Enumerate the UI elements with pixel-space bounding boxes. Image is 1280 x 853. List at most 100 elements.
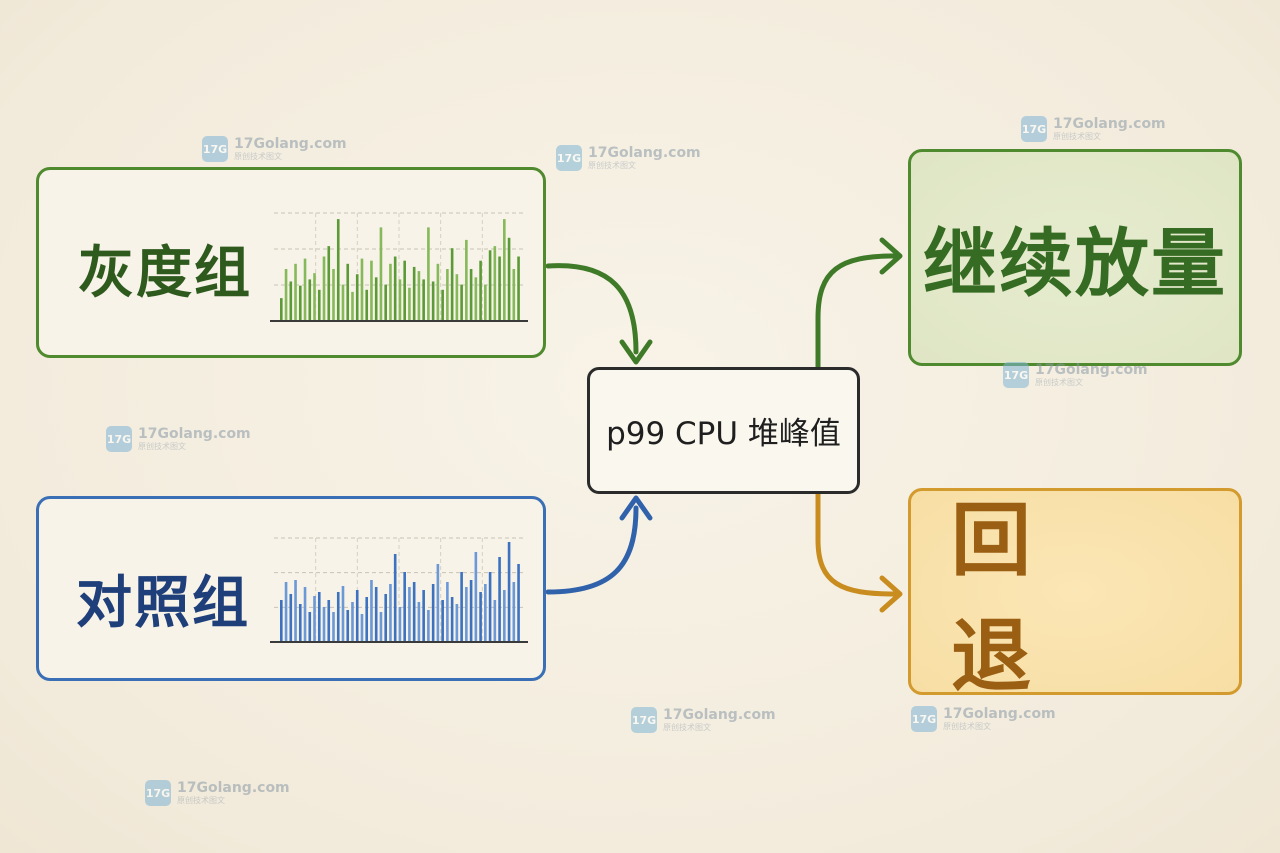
- chart-bar: [465, 239, 468, 321]
- watermark-site: 17Golang.com: [177, 780, 290, 796]
- chart-bar: [317, 592, 321, 642]
- watermark-site: 17Golang.com: [138, 426, 251, 442]
- chart-bar: [450, 597, 454, 642]
- chart-bar: [417, 271, 421, 321]
- chart-bar: [460, 284, 463, 321]
- chart-bar: [374, 587, 378, 642]
- chart-bar: [355, 274, 359, 321]
- chart-bar: [294, 263, 297, 321]
- watermark-logo-icon: 17G: [556, 145, 582, 171]
- metric-label: p99 CPU 堆峰值: [606, 416, 841, 452]
- watermark-logo-icon: 17G: [911, 706, 937, 732]
- arrow-metric-to-rollback: [815, 491, 897, 597]
- rollback-box: 回 退: [908, 488, 1242, 703]
- watermark-sub: 原创技术图文: [138, 442, 186, 451]
- chart-bar: [374, 277, 378, 321]
- chart-bar: [517, 564, 520, 642]
- chart-bar: [479, 260, 482, 321]
- metric-box: p99 CPU 堆峰值: [587, 367, 860, 494]
- chart-bar: [403, 572, 406, 642]
- chart-bar: [412, 266, 416, 321]
- chart-bar: [303, 258, 307, 321]
- chart-bar: [446, 582, 449, 642]
- chart-bar: [512, 582, 516, 642]
- chart-bar: [393, 554, 397, 642]
- watermark-site: 17Golang.com: [234, 136, 347, 152]
- chart-bar: [436, 263, 440, 321]
- chart-bar: [484, 284, 487, 321]
- chart-bar: [360, 614, 364, 642]
- chart-bar: [341, 586, 345, 642]
- arrow-gray-to-metric: [545, 263, 639, 355]
- chart-bar: [441, 289, 444, 321]
- chart-bar: [322, 607, 326, 642]
- chart-bar: [474, 277, 478, 321]
- chart-bar: [351, 291, 354, 321]
- arrow-head-continue: [879, 237, 903, 275]
- chart-bar: [351, 602, 354, 642]
- chart-bar: [289, 281, 293, 321]
- chart-bar: [303, 587, 307, 642]
- chart-bar: [393, 256, 397, 321]
- chart-bar: [403, 260, 406, 321]
- rollback-label: 回 退: [951, 493, 1071, 703]
- chart-bar: [427, 227, 430, 321]
- chart-bar: [493, 246, 497, 321]
- chart-bar: [427, 610, 430, 642]
- chart-bar: [298, 285, 302, 321]
- chart-bar: [322, 256, 326, 321]
- chart-bar: [317, 289, 321, 321]
- chart-bar: [498, 256, 501, 321]
- chart-bar: [284, 582, 288, 642]
- chart-bar: [313, 273, 316, 321]
- chart-bar: [455, 604, 459, 642]
- gray-group-label: 灰度组: [78, 241, 252, 306]
- chart-bar: [313, 596, 316, 642]
- continue-label: 继续放量: [923, 221, 1227, 307]
- chart-bar: [446, 269, 449, 321]
- chart-bar: [474, 552, 478, 642]
- chart-bar: [412, 582, 416, 642]
- gray-group-box: [36, 167, 546, 358]
- chart-bar: [379, 612, 383, 642]
- chart-bar: [512, 269, 516, 321]
- chart-bar: [507, 542, 511, 642]
- chart-bar: [441, 600, 444, 642]
- chart-bar: [488, 250, 492, 321]
- chart-bar: [355, 590, 359, 642]
- watermark-sub: 原创技术图文: [1053, 132, 1101, 141]
- continue-box: 继续放量: [908, 149, 1242, 366]
- watermark-sub: 原创技术图文: [588, 161, 636, 170]
- chart-bar: [280, 600, 283, 642]
- watermark-logo-icon: 17G: [1003, 362, 1029, 388]
- chart-bar: [488, 572, 492, 642]
- chart-bar: [336, 592, 340, 642]
- chart-bar: [294, 580, 297, 642]
- watermark-sub: 原创技术图文: [177, 796, 225, 805]
- chart-bar: [503, 590, 506, 642]
- chart-bar: [507, 237, 511, 321]
- watermark-site: 17Golang.com: [1035, 362, 1148, 378]
- arrow-control-to-metric: [545, 505, 639, 595]
- chart-bar: [365, 289, 369, 321]
- watermark-logo-icon: 17G: [1021, 116, 1047, 142]
- chart-bar: [370, 580, 373, 642]
- watermark-sub: 原创技术图文: [234, 152, 282, 161]
- chart-bar: [298, 604, 302, 642]
- watermark-logo-icon: 17G: [202, 136, 228, 162]
- chart-bar: [327, 246, 331, 321]
- chart-bar: [370, 260, 373, 321]
- watermark-site: 17Golang.com: [663, 707, 776, 723]
- watermark-site: 17Golang.com: [1053, 116, 1166, 132]
- chart-bar: [308, 279, 312, 321]
- chart-bar: [460, 572, 463, 642]
- chart-bar: [465, 587, 468, 642]
- chart-bar: [479, 592, 482, 642]
- control-group-label: 对照组: [76, 571, 250, 636]
- chart-bar: [341, 284, 345, 321]
